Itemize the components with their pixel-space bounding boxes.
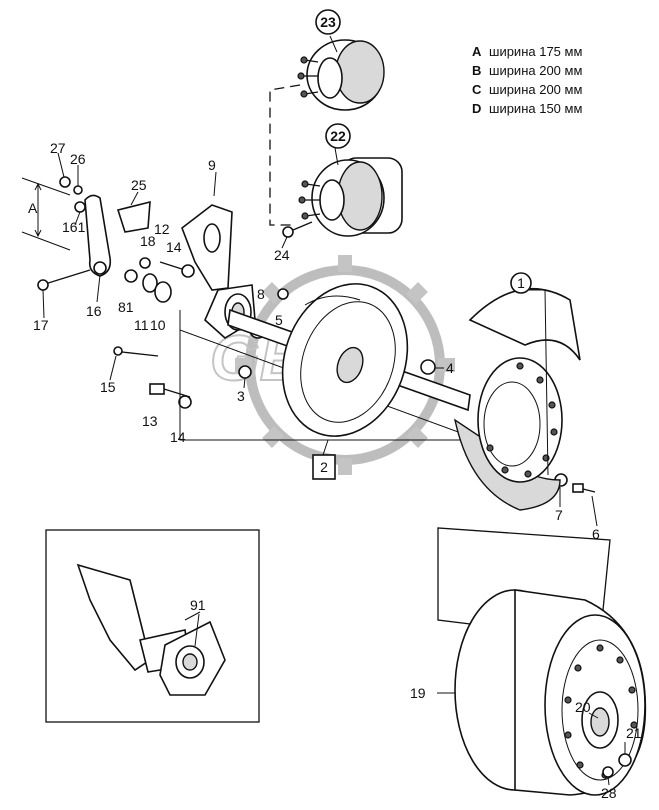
legend: A ширина 175 мм B ширина 200 мм C ширина… [472,44,582,116]
legend-text: ширина 150 мм [489,101,582,116]
legend-key: A [472,44,482,59]
legend-text: ширина 200 мм [489,63,582,78]
callout-17: 17 [33,317,49,333]
callout-14a: 14 [166,239,182,255]
dimension-a: A [21,177,71,251]
callout-12: 12 [154,221,170,237]
callout-3: 3 [237,388,245,404]
callout-11: 11 [134,317,149,333]
legend-key: C [472,82,482,97]
callout-16: 16 [86,303,102,319]
legend-text: ширина 175 мм [489,44,582,59]
callout-161: 161 [62,219,86,235]
legend-row-d: D ширина 150 мм [472,101,582,116]
brake-chamber-23 [297,39,385,111]
dust-shield [281,283,409,437]
callout-1: 1 [510,272,532,294]
brake-drum [437,527,647,796]
legend-row-c: C ширина 200 мм [472,82,582,97]
callout-26: 26 [70,151,86,167]
callout-label: 2 [320,459,328,475]
callout-15: 15 [100,379,116,395]
chamber-connector [269,84,301,226]
callout-8: 8 [257,286,265,302]
callout-6: 6 [592,526,600,542]
callout-5: 5 [275,312,283,328]
callout-22: 22 [325,123,351,149]
callout-4: 4 [446,360,454,376]
callout-10: 10 [150,317,166,333]
callout-28: 28 [601,785,617,801]
callout-2: 2 [312,454,336,480]
inset-91 [45,529,260,723]
legend-text: ширина 200 мм [489,82,582,97]
callout-label: 1 [517,275,525,291]
leader-lines [42,35,626,786]
callout-14b: 14 [170,429,186,445]
callout-20: 20 [575,699,591,715]
callout-13: 13 [142,413,158,429]
legend-key: D [472,101,481,116]
legend-row-a: A ширина 175 мм [472,44,582,59]
legend-key: B [472,63,481,78]
brake-chamber-22 [298,157,403,237]
hub-bolt-holes [486,362,558,478]
callout-27: 27 [50,140,66,156]
callout-21: 21 [626,725,642,741]
callout-9: 9 [208,157,216,173]
brake-shoes [453,287,581,511]
callout-25: 25 [131,177,147,193]
callout-23: 23 [315,9,341,35]
legend-row-b: B ширина 200 мм [472,63,582,78]
callout-24: 24 [274,247,290,263]
callout-81: 81 [118,299,134,315]
callout-label: 23 [320,14,336,30]
callout-91: 91 [190,597,206,613]
callout-7: 7 [555,507,563,523]
callout-label: 22 [330,128,346,144]
dimension-a-label: A [28,200,38,216]
callout-19: 19 [410,685,426,701]
callout-18: 18 [140,233,156,249]
